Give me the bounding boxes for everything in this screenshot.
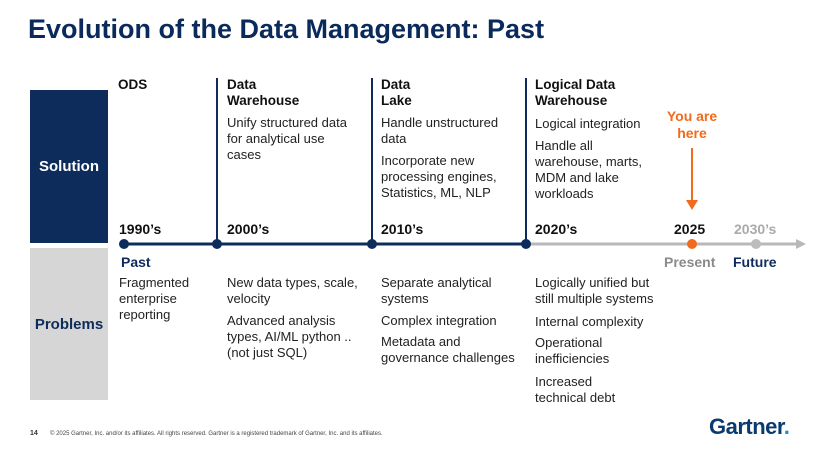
era-label-2030s: 2030’s: [734, 221, 777, 237]
you-are-here-label: You are here: [666, 108, 718, 141]
problem-text: Logically unified but still multiple sys…: [535, 275, 654, 306]
copyright-notice: © 2025 Gartner, Inc. and/or its affiliat…: [50, 431, 383, 437]
timeline-dot-1990s: [119, 239, 129, 249]
era-label-2025: 2025: [674, 221, 706, 237]
problem-text: New data types, scale, velocity: [227, 275, 358, 306]
problem-text: Complex integration: [381, 313, 497, 328]
solution-label: Solution: [30, 90, 108, 243]
era-label-2020s: 2020’s: [535, 221, 578, 237]
future-label: Future: [733, 254, 777, 270]
solution-text: Handle unstructured data: [381, 115, 499, 146]
solution-text: Incorporate new processing engines, Stat…: [381, 153, 497, 200]
problem-text: Advanced analysis types, AI/ML python ..…: [227, 313, 352, 360]
solution-text: Handle all warehouse, marts, MDM and lak…: [535, 138, 642, 201]
column-heading-data-lake: Data Lake: [381, 77, 412, 108]
era-label-2000s: 2000’s: [227, 221, 270, 237]
era-label-2010s: 2010’s: [381, 221, 424, 237]
gartner-logo: Gartner.: [709, 414, 790, 440]
column-heading-logical-data-warehouse: Logical Data Warehouse: [535, 77, 616, 108]
separator-2000s: [216, 78, 218, 243]
timeline-dot-present: [687, 239, 697, 249]
problem-text: Metadata and governance challenges: [381, 334, 515, 365]
column-heading-data-warehouse: Data Warehouse: [227, 77, 300, 108]
past-label: Past: [121, 254, 151, 270]
problem-text: Increased technical debt: [535, 374, 616, 405]
problems-label: Problems: [30, 248, 108, 400]
present-label: Present: [664, 254, 716, 270]
page-number: 14: [30, 430, 38, 437]
column-heading-ods: ODS: [118, 77, 148, 92]
era-label-1990s: 1990’s: [119, 221, 162, 237]
timeline-dot-2020s: [521, 239, 531, 249]
problem-text: Operational inefficiencies: [535, 335, 610, 366]
gartner-logo-text: Gartner: [709, 414, 784, 439]
problem-text: Fragmented enterprise reporting: [119, 275, 190, 322]
you-are-here-arrow: [686, 148, 698, 210]
separator-2010s: [371, 78, 373, 243]
page-title: Evolution of the Data Management: Past: [28, 14, 545, 44]
problem-text: Separate analytical systems: [381, 275, 492, 306]
separator-2020s: [525, 78, 527, 243]
timeline-dot-2010s: [367, 239, 377, 249]
timeline-dot-future: [751, 239, 761, 249]
problem-text: Internal complexity: [535, 314, 644, 329]
logo-dot: .: [783, 414, 790, 439]
solution-text: Logical integration: [535, 116, 641, 131]
timeline-dot-2000s: [212, 239, 222, 249]
solution-text: Unify structured data for analytical use…: [227, 115, 347, 162]
